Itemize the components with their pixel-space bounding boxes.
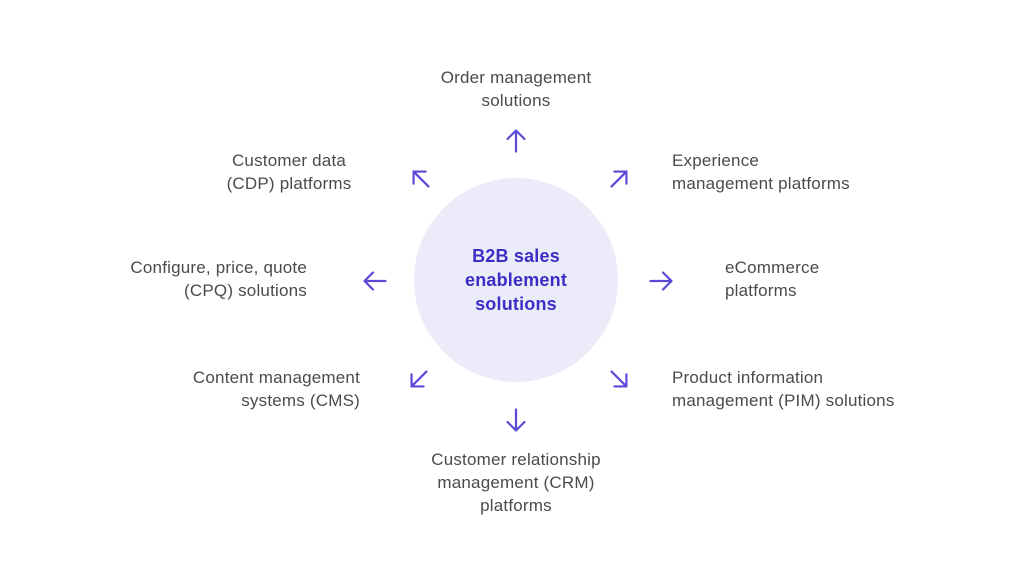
spoke-label-ecommerce: eCommerce platforms [725, 258, 820, 300]
center-title: B2B sales enablement solutions [464, 246, 568, 314]
arrow-down-left-icon [399, 359, 439, 399]
arrow-right-icon [647, 267, 675, 295]
spoke-label-configure-price-quote: Configure, price, quote (CPQ) solutions [130, 258, 307, 300]
spoke-label-content-management: Content management systems (CMS) [192, 368, 360, 410]
spoke-label-experience-management: Experience management platforms [672, 151, 850, 193]
center-circle: B2B sales enablement solutions [414, 178, 618, 382]
spoke-label-customer-relationship-management: Customer relationship management (CRM) p… [431, 450, 601, 515]
spoke-label-customer-data: Customer data (CDP) platforms [226, 151, 352, 193]
arrow-down-right-icon [599, 359, 639, 399]
arrow-up-left-icon [401, 159, 441, 199]
arrow-left-icon [361, 267, 389, 295]
spoke-label-order-management: Order management solutions [440, 68, 592, 110]
arrow-up-right-icon [599, 159, 639, 199]
spoke-label-product-information-management: Product information management (PIM) sol… [672, 368, 895, 410]
arrow-up-icon [502, 127, 530, 155]
arrow-down-icon [502, 406, 530, 434]
